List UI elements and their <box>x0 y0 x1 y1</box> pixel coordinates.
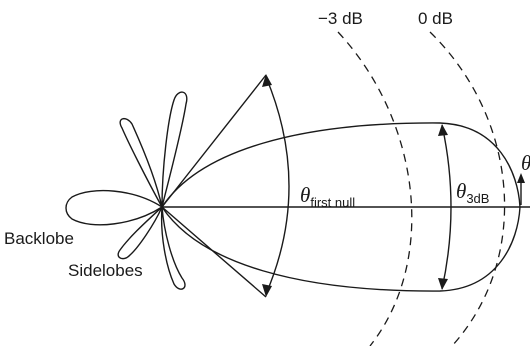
theta-first-null-symbol: θ <box>300 183 310 207</box>
zero-db-contour <box>429 31 506 346</box>
zero-db-label: 0 dB <box>418 9 453 28</box>
main-lobe <box>161 122 521 292</box>
first-null-line-upper <box>161 74 267 208</box>
three-db-subscript: 3dB <box>466 191 489 206</box>
edge-theta-arrowhead <box>517 173 525 183</box>
first-null-arrowhead-top <box>262 74 272 87</box>
minus-3db-label: −3 dB <box>318 9 363 28</box>
sidelobe-lower-1 <box>117 206 163 260</box>
backlobe-label: Backlobe <box>4 229 74 248</box>
backlobe <box>65 189 164 226</box>
sidelobes-label: Sidelobes <box>68 261 143 280</box>
theta-3db-label: θ3dB <box>456 179 489 206</box>
first-null-arrowhead-bottom <box>262 284 272 297</box>
three-db-arc <box>441 124 452 290</box>
first-null-subscript: first null <box>310 195 355 210</box>
three-db-arrowhead-bottom <box>438 278 448 290</box>
three-db-arrowhead-top <box>438 124 448 136</box>
sidelobe-upper-2 <box>161 91 188 208</box>
sidelobe-lower-2 <box>160 206 186 290</box>
theta-3db-symbol: θ <box>456 179 466 203</box>
minus-3db-contour <box>337 31 413 346</box>
first-null-arc <box>265 76 290 295</box>
sidelobe-upper-1 <box>119 117 163 208</box>
edge-theta-label: θ <box>521 151 530 175</box>
theta-first-null-label: θfirst null <box>300 183 355 210</box>
first-null-line-lower <box>161 206 267 298</box>
